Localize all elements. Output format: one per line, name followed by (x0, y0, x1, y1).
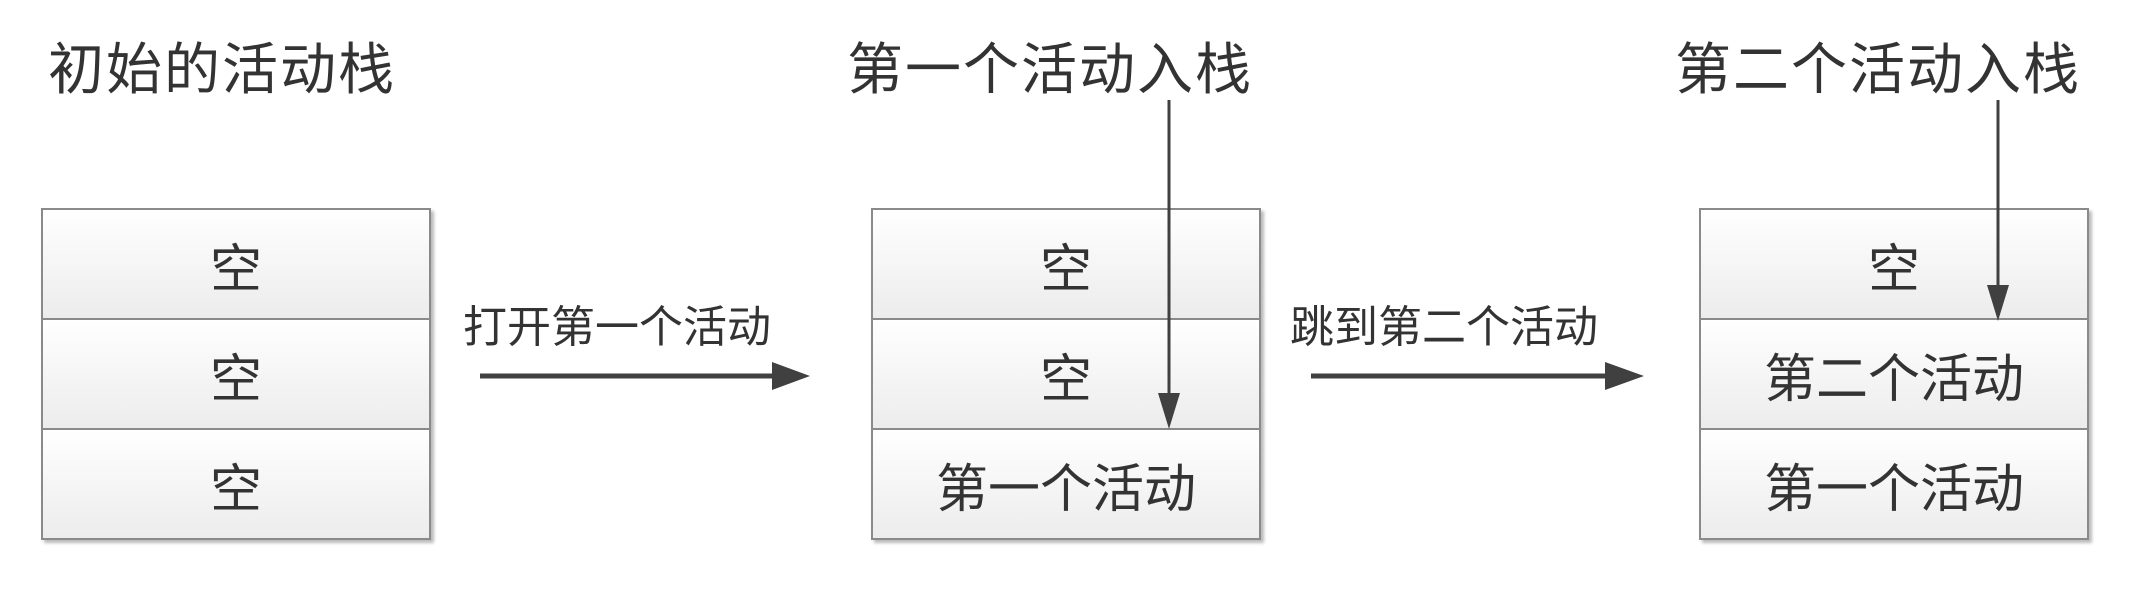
stack-cell: 第一个活动 (1701, 430, 2087, 538)
transition-2-label: 跳到第二个活动 (1290, 302, 1598, 353)
stack-cell: 空 (43, 430, 429, 538)
stack-cell: 空 (1701, 210, 2087, 320)
stack-second-pushed: 空 第二个活动 第一个活动 (1699, 208, 2089, 540)
stack-cell: 第二个活动 (1701, 320, 2087, 430)
stack-initial: 空 空 空 (41, 208, 431, 540)
stage-1-title: 初始的活动栈 (48, 38, 396, 103)
transition-2-arrow-icon (1311, 362, 1644, 390)
transition-1-arrow-icon (480, 362, 810, 390)
transition-1-label: 打开第一个活动 (463, 302, 771, 353)
stage-3-title: 第二个活动入栈 (1675, 38, 2081, 103)
stack-cell: 第一个活动 (873, 430, 1259, 538)
push-1-arrow-icon (1158, 100, 1180, 429)
push-2-arrow-icon (1987, 100, 2009, 321)
stack-cell: 空 (43, 320, 429, 430)
stack-first-pushed: 空 空 第一个活动 (871, 208, 1261, 540)
stack-cell: 空 (873, 210, 1259, 320)
stage-2-title: 第一个活动入栈 (847, 38, 1253, 103)
stack-cell: 空 (43, 210, 429, 320)
stack-cell: 空 (873, 320, 1259, 430)
